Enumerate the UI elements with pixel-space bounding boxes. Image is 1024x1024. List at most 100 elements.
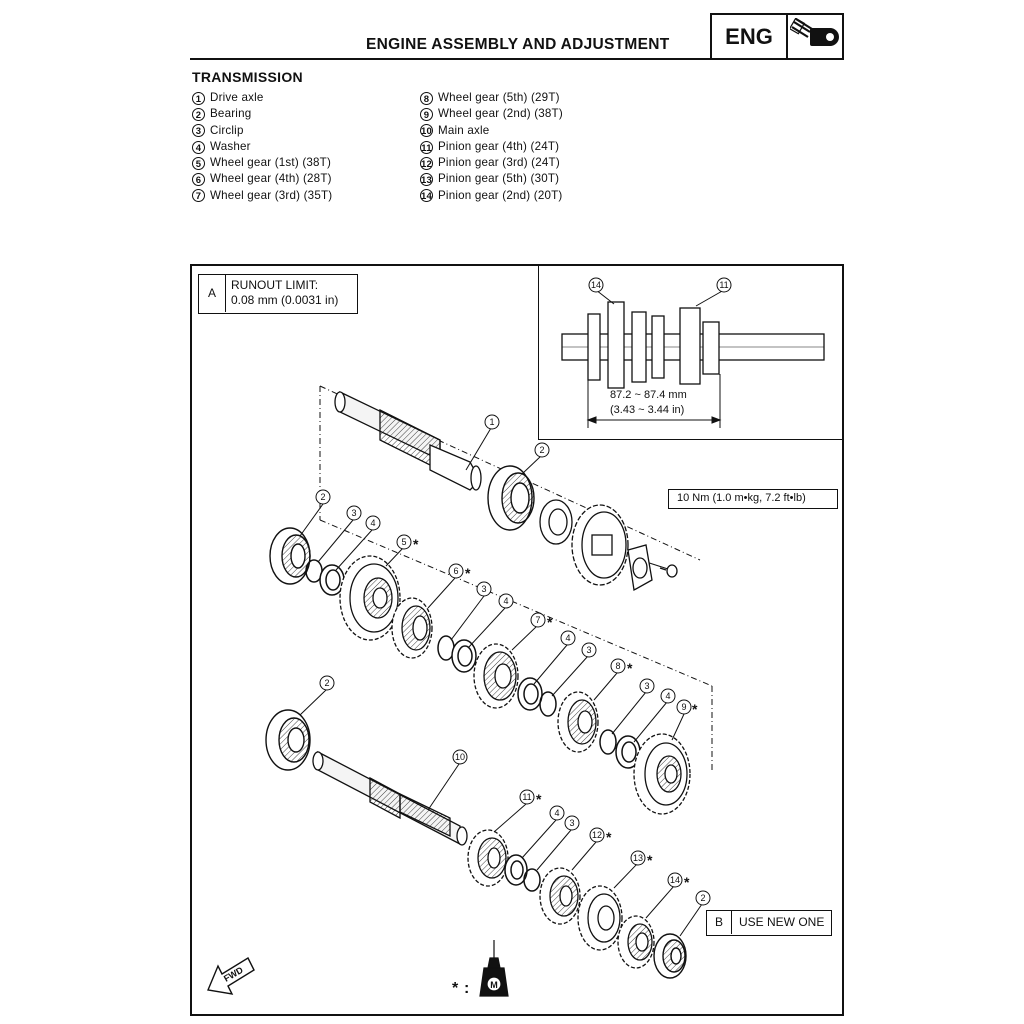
legend-number: 6 [192, 173, 205, 187]
main-axle-inset-drawing: 14 11 [561, 277, 825, 428]
callout-8: 8 [615, 661, 620, 671]
legend-label: Main axle [438, 123, 490, 137]
legend-label: Wheel gear (2nd) (38T) [438, 107, 563, 121]
callout-2-circle [534, 442, 550, 458]
bearing-left [269, 527, 311, 585]
legend-number: 13 [420, 173, 433, 187]
legend-item: 10 Main axle [420, 123, 563, 139]
wheel-gear-1st [339, 555, 401, 641]
note-letter: B [707, 911, 732, 934]
callout-3: 3 [586, 645, 591, 655]
main-axle-inset [538, 264, 844, 440]
legend-number: 10 [420, 124, 433, 138]
page-header-title: ENGINE ASSEMBLY AND ADJUSTMENT [366, 36, 670, 53]
callout-2: 2 [324, 678, 329, 688]
legend-number: 4 [192, 140, 205, 154]
callout-2: 2 [539, 445, 544, 455]
callout-4-circle [660, 688, 676, 704]
legend-label: Wheel gear (1st) (38T) [210, 156, 332, 170]
torque-spec: 10 Nm (1.0 m•kg, 7.2 ft•lb) [668, 489, 838, 509]
callout-13-circle [630, 850, 646, 866]
svg-text:*: * [465, 565, 471, 581]
svg-text:*: * [627, 660, 633, 676]
legend-label: Pinion gear (3rd) (24T) [438, 156, 560, 170]
callout-6: 6 [453, 566, 458, 576]
legend-item: 9 Wheel gear (2nd) (38T) [420, 106, 563, 122]
use-new-one-note: B USE NEW ONE [706, 910, 832, 936]
dimension-mm: 87.2 ~ 87.4 mm [610, 389, 687, 401]
legend-label: Wheel gear (3rd) (35T) [210, 188, 333, 202]
callout-3-circle [639, 678, 655, 694]
circlip-c [539, 691, 557, 717]
svg-text:*: * [413, 536, 419, 552]
legend-number: 14 [420, 189, 433, 203]
svg-text:*: * [692, 701, 698, 717]
callout-2: 2 [700, 893, 705, 903]
legend-label: Wheel gear (5th) (29T) [438, 91, 560, 104]
washer-e [504, 854, 528, 886]
callout-14-circle [667, 872, 683, 888]
legend-label: Wheel gear (4th) (28T) [210, 172, 332, 186]
callout-3-circle [564, 815, 580, 831]
callout-2-circle [315, 489, 331, 505]
legend-label: Drive axle [210, 91, 264, 104]
callout-3: 3 [569, 818, 574, 828]
fwd-arrow-icon [207, 957, 255, 995]
pinion-gear-3rd [539, 867, 581, 925]
svg-text:*: * [547, 614, 553, 630]
dimension-in: (3.43 ~ 3.44 in) [610, 404, 685, 416]
circlip-e [523, 868, 541, 892]
callout-3: 3 [644, 681, 649, 691]
drive-axle [334, 390, 482, 491]
section-title: TRANSMISSION [192, 69, 303, 85]
legend-number: 8 [420, 91, 433, 105]
wheel-gear-5th [557, 691, 599, 753]
oil-can-icon [479, 940, 509, 997]
legend-item: 6 Wheel gear (4th) (28T) [192, 171, 332, 187]
callout-10-circle [452, 749, 468, 765]
callout-6-circle [448, 563, 464, 579]
exploded-diagram-frame [190, 264, 844, 1016]
svg-text:*: * [606, 829, 612, 845]
svg-text:*: * [684, 874, 690, 890]
callout-3: 3 [351, 508, 356, 518]
callout-4: 4 [370, 518, 375, 528]
note-text: RUNOUT LIMIT: 0.08 mm (0.0031 in) [231, 278, 338, 308]
legend-item: 8 Wheel gear (5th) (29T) [420, 90, 563, 106]
callout-4: 4 [665, 691, 670, 701]
callout-9: 9 [681, 702, 686, 712]
legend-number: 1 [192, 91, 205, 105]
callout-12: 12 [592, 830, 602, 840]
callout-4-circle [365, 515, 381, 531]
parts-legend-right: 8 Wheel gear (5th) (29T) 9 Wheel gear (2nd… [420, 90, 563, 204]
bearing-main-right [653, 933, 687, 979]
legend-number: 9 [420, 107, 433, 121]
inset-callout-11: 11 [719, 280, 728, 290]
callout-4: 4 [503, 596, 508, 606]
runout-limit-note: A RUNOUT LIMIT: 0.08 mm (0.0031 in) [198, 274, 358, 314]
legend-label: Washer [210, 139, 251, 153]
callout-10: 10 [455, 752, 465, 762]
note-line-1: RUNOUT LIMIT: [231, 278, 319, 292]
callout-12-circle [589, 827, 605, 843]
callout-1: 1 [489, 417, 494, 427]
callout-4-circle [560, 630, 576, 646]
legend-number: 3 [192, 124, 205, 138]
wheel-gear-2nd [633, 733, 691, 815]
svg-text:*: * [536, 791, 542, 807]
callout-7-circle [530, 612, 546, 628]
main-axle [312, 750, 468, 846]
callout-2-circle [695, 890, 711, 906]
inset-callout-14: 14 [591, 280, 601, 290]
drive-sprocket [571, 504, 629, 586]
pinion-gear-4th [467, 829, 509, 887]
callout-14: 14 [670, 875, 680, 885]
eng-badge-label: ENG [712, 15, 788, 58]
legend-number: 2 [192, 107, 205, 121]
legend-number: 7 [192, 189, 205, 203]
